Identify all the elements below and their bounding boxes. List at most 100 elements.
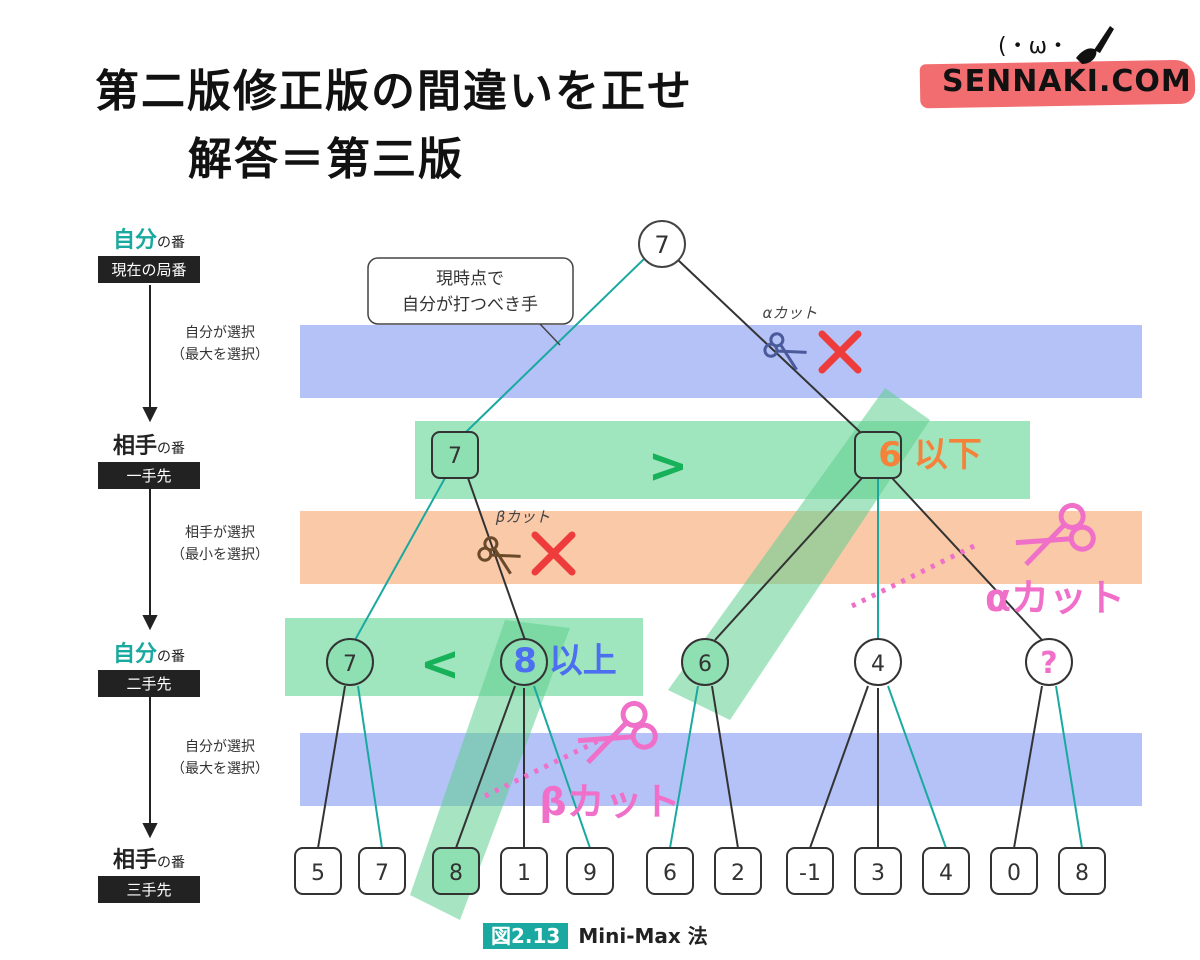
- selection-label-2: 相手が選択 （最小を選択）: [160, 522, 280, 566]
- svg-text:8 以上: 8 以上: [513, 641, 617, 681]
- callout-line: 現時点で: [436, 269, 504, 289]
- turn-box: 二手先: [98, 670, 200, 697]
- beta-cut-big-label: βカット: [539, 780, 680, 824]
- scissors-icon: [763, 332, 807, 371]
- svg-text:6 以下: 6 以下: [878, 435, 982, 475]
- site-logo[interactable]: (・ω・ SENNAKI.COM: [919, 20, 1200, 110]
- brush-icon: [1076, 26, 1114, 64]
- leaf-node: 5: [294, 847, 342, 895]
- leaf-value: 0: [1007, 861, 1021, 886]
- turn-box: 一手先: [98, 462, 200, 489]
- callout-line: 自分が打つべき手: [402, 295, 538, 315]
- alpha-cut-big-label: αカット: [985, 576, 1125, 620]
- leaf-node: 1: [500, 847, 548, 895]
- node-level1-left: 7: [431, 431, 479, 479]
- node-level2-5: ?: [1025, 638, 1073, 686]
- tree-edges: [317, 257, 1083, 849]
- selection-line: （最小を選択）: [171, 547, 269, 563]
- turn-who: 相手: [112, 848, 157, 873]
- beta-cut-line: [483, 737, 602, 799]
- turn-no: の番: [157, 235, 185, 251]
- page-subtitle: 解答＝第三版: [188, 134, 464, 185]
- leaf-value: 5: [311, 861, 325, 886]
- logo-face: (・ω・: [998, 34, 1070, 59]
- leaf-node: 6: [646, 847, 694, 895]
- leaf-value: 8: [449, 861, 463, 886]
- node-root: 7: [638, 220, 686, 268]
- scissors-icon: [477, 536, 521, 575]
- turn-label-current: 自分の番 現在の局番: [98, 222, 200, 283]
- leaf-value: 6: [663, 861, 677, 886]
- highlight-diagonal-2: [410, 620, 570, 920]
- selection-line: （最大を選択）: [171, 761, 269, 777]
- highlight-level1: [415, 421, 1030, 499]
- band-select-max-2: [300, 733, 1142, 806]
- turn-no: の番: [157, 855, 185, 871]
- turn-who: 自分: [112, 642, 157, 667]
- node-level1-right: 6 以下: [854, 431, 982, 479]
- svg-text:7: 7: [448, 444, 462, 469]
- leaf-node: 4: [922, 847, 970, 895]
- scissors-icon: [577, 700, 658, 765]
- logo-text: SENNAKI.COM: [942, 64, 1192, 99]
- leaf-value: 8: [1075, 861, 1089, 886]
- turn-label-3: 相手の番 三手先: [98, 842, 200, 903]
- highlight-level2: [285, 618, 643, 696]
- band-select-max-1: [300, 325, 1142, 398]
- svg-text:7: 7: [654, 231, 669, 259]
- turn-who: 相手: [112, 434, 157, 459]
- leaf-value: 3: [871, 861, 885, 886]
- greater-than-mark: >: [648, 438, 688, 494]
- leaf-value: -1: [799, 861, 821, 886]
- cross-icon: [818, 330, 862, 374]
- selection-label-3: 自分が選択 （最大を選択）: [160, 736, 280, 780]
- svg-text:7: 7: [343, 652, 357, 677]
- leaf-node: -1: [786, 847, 834, 895]
- beta-cut-small-label: βカット: [495, 508, 551, 526]
- selection-line: 自分が選択: [185, 325, 255, 341]
- leaf-value: 9: [583, 861, 597, 886]
- turn-no: の番: [157, 441, 185, 457]
- leaf-node: 2: [714, 847, 762, 895]
- alpha-cut-small-label: αカット: [763, 304, 818, 322]
- leaf-node: 3: [854, 847, 902, 895]
- less-than-mark: <: [420, 636, 460, 692]
- selection-label-1: 自分が選択 （最大を選択）: [160, 322, 280, 366]
- svg-text:?: ?: [1040, 646, 1057, 681]
- selection-line: 自分が選択: [185, 739, 255, 755]
- leaf-node: 8: [432, 847, 480, 895]
- leaf-value: 2: [731, 861, 745, 886]
- callout-bubble: 現時点で 自分が打つべき手: [367, 257, 574, 346]
- band-select-min: [300, 511, 1142, 584]
- turn-arrows: [142, 285, 158, 839]
- highlight-diagonal-1: [668, 388, 930, 720]
- scissors-icon: [1015, 502, 1096, 567]
- turn-label-2: 自分の番 二手先: [98, 636, 200, 697]
- leaf-value: 1: [517, 861, 531, 886]
- leaf-row: 5 7 8 1 9 6 2 -1 3 4 0 8: [294, 847, 1106, 895]
- turn-label-1: 相手の番 一手先: [98, 428, 200, 489]
- page-title: 第二版修正版の間違いを正せ: [95, 66, 693, 117]
- alpha-cut-line: [850, 541, 980, 609]
- leaf-value: 7: [375, 861, 389, 886]
- selection-line: 相手が選択: [185, 525, 255, 541]
- turn-box: 現在の局番: [98, 256, 200, 283]
- node-level2-1: 7: [326, 638, 374, 686]
- selection-line: （最大を選択）: [171, 347, 269, 363]
- svg-text:6: 6: [698, 652, 712, 677]
- svg-text:4: 4: [871, 652, 885, 677]
- turn-box: 三手先: [98, 876, 200, 903]
- leaf-node: 8: [1058, 847, 1106, 895]
- turn-no: の番: [157, 649, 185, 665]
- leaf-value: 4: [939, 861, 953, 886]
- leaf-node: 0: [990, 847, 1038, 895]
- leaf-node: 7: [358, 847, 406, 895]
- node-level2-3: 6: [681, 638, 729, 686]
- cross-icon: [531, 531, 576, 576]
- leaf-node: 9: [566, 847, 614, 895]
- turn-who: 自分: [112, 228, 157, 253]
- figure-caption-text: Mini-Max 法: [578, 924, 708, 948]
- node-level2-4: 4: [854, 638, 902, 686]
- node-level2-2: 8 以上: [500, 638, 617, 686]
